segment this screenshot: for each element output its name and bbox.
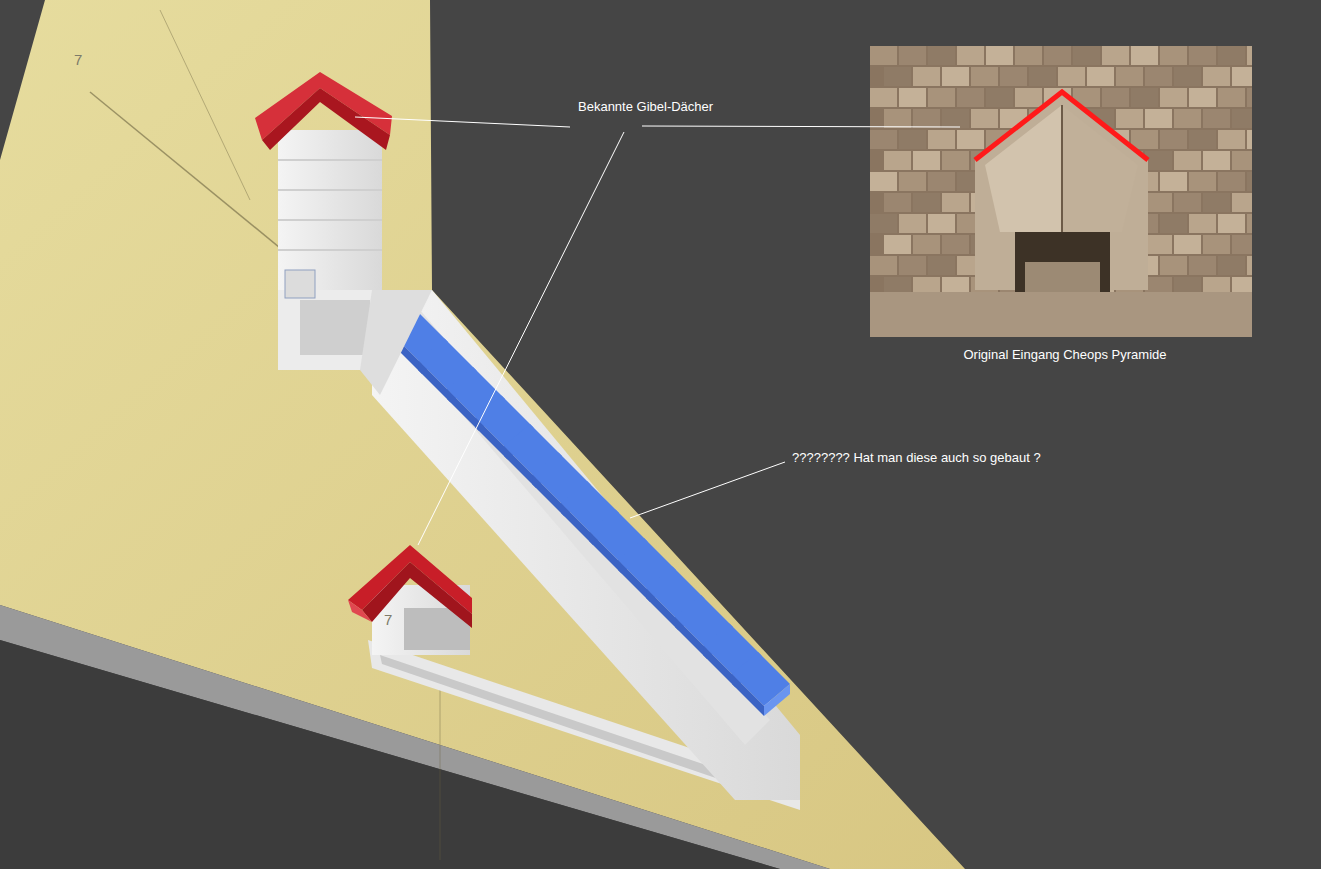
blue-roof	[732, 652, 790, 716]
callout-number: 7	[74, 52, 82, 68]
entrance-photo	[870, 46, 1252, 337]
annotation-label: Bekannte Gibel-Dächer	[578, 99, 713, 115]
annotation-label: Original Eingang Cheops Pyramide	[963, 347, 1166, 363]
annotation-label: ???????? Hat man diese auch so gebaut ?	[792, 450, 1041, 466]
callout-number: 7	[384, 612, 392, 628]
